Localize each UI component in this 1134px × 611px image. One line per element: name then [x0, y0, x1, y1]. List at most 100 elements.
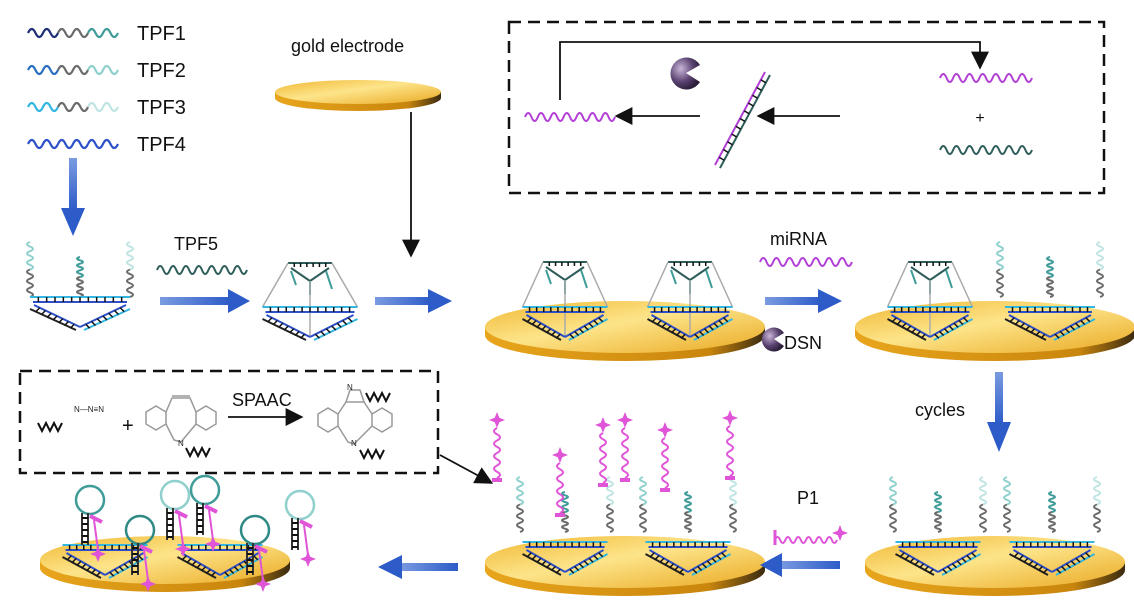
base-pair: [336, 322, 342, 328]
legend-item-tpf2: TPF2: [27, 60, 186, 82]
dna-strand-azide: [37, 420, 63, 434]
tpf5-strand-icon: [156, 265, 248, 275]
strand-path: [759, 257, 853, 267]
base-pair: [102, 315, 108, 321]
base-pair: [113, 309, 120, 316]
fluorophore-star: [657, 422, 673, 438]
legend-label-tpf3: TPF3: [137, 97, 186, 119]
strand-lower: [684, 511, 692, 533]
base-pair: [675, 330, 681, 337]
base-pair: [598, 552, 604, 558]
base-pair: [574, 565, 580, 572]
fluorophore-star: [140, 576, 156, 592]
base-pair: [923, 565, 929, 572]
base-pair: [731, 133, 738, 138]
mirna-strand-icon: [939, 73, 1033, 83]
fluorophore-star: [300, 551, 316, 567]
tpf5-edge: [910, 266, 950, 282]
base-pair: [756, 86, 763, 92]
tpf5-arm: [545, 269, 552, 285]
p1-strand: [661, 437, 669, 489]
base-pair: [300, 333, 306, 339]
base-pair: [118, 566, 124, 572]
tetra-edge: [646, 261, 669, 308]
plus-sign: +: [975, 110, 984, 127]
dsn-icon: [761, 327, 784, 352]
base-pair: [541, 325, 547, 331]
base-pair: [914, 560, 920, 566]
base-pair: [694, 333, 700, 339]
base-pair: [325, 328, 331, 334]
base-pair: [86, 566, 92, 572]
fluorophore-star: [552, 447, 568, 463]
legend-label-tpf1: TPF1: [137, 23, 186, 45]
electrode-surface: [485, 536, 765, 588]
tetra-edge: [711, 261, 734, 308]
p1-strand: [493, 427, 501, 479]
legend-label-tpf2: TPF2: [137, 60, 186, 82]
base-pair: [593, 554, 599, 561]
base-pair: [1075, 322, 1081, 328]
dsn-label: DSN: [784, 333, 822, 353]
strand-lower: [1003, 503, 1011, 533]
base-pair: [593, 319, 599, 326]
triazole-product: [317, 389, 393, 445]
base-pair: [583, 560, 589, 566]
base-pair: [314, 333, 320, 339]
base-pair: [1013, 552, 1019, 558]
strand-upper: [934, 491, 942, 513]
base-pair: [904, 554, 910, 561]
flow-arrow-final: [378, 555, 458, 579]
base-pair: [588, 557, 594, 563]
base-pair: [531, 319, 537, 326]
p1-strand: [143, 549, 149, 581]
strand-lower: [76, 276, 84, 298]
dsn-cycle-box: +: [507, 20, 1106, 195]
base-pair: [114, 568, 120, 575]
tetra-edge: [951, 261, 974, 308]
hairpin-loop: [74, 484, 106, 516]
p1-strand: [774, 536, 838, 544]
strand-segment: [57, 64, 89, 76]
tpf5-label: TPF5: [174, 234, 218, 254]
base-pair: [35, 307, 41, 313]
base-pair: [1028, 560, 1034, 566]
tetra-edge: [261, 262, 289, 308]
base-pair: [896, 319, 902, 326]
electrode-surface: [485, 301, 765, 353]
base-pair: [76, 560, 82, 566]
fluorophore-star: [489, 412, 505, 428]
strand-lower: [639, 503, 647, 533]
tetra-edge: [586, 261, 609, 308]
base-pair: [95, 571, 101, 577]
base-pair: [654, 554, 660, 561]
strand-segment: [87, 64, 119, 76]
electrode-final-hairpins: [40, 474, 316, 592]
p1-cap: [204, 504, 218, 514]
dbco-molecule: [145, 395, 217, 443]
base-pair: [1080, 554, 1086, 561]
strand-lower: [1046, 276, 1054, 298]
base-pair: [71, 557, 77, 564]
base-pair: [555, 568, 561, 574]
arrow-spaac-to-electrode: [439, 454, 494, 484]
base-pair: [651, 317, 657, 323]
tpf5-arm: [705, 269, 713, 289]
p1-strand: [178, 514, 184, 546]
base-pair: [692, 568, 698, 574]
base-pair: [289, 328, 295, 334]
base-pair: [723, 317, 729, 323]
p1-strand: [208, 509, 214, 541]
base-pair: [210, 571, 216, 577]
fluorophore-star: [255, 576, 271, 592]
base-pair: [66, 555, 72, 561]
base-pair: [1018, 554, 1024, 561]
base-pair: [1085, 552, 1091, 558]
p1-strand: [599, 432, 607, 484]
strand-upper: [996, 241, 1004, 271]
base-pair: [578, 328, 584, 334]
gold-electrode-label: gold electrode: [291, 36, 404, 56]
base-pair: [108, 312, 114, 318]
hairpin-loop: [159, 479, 191, 511]
